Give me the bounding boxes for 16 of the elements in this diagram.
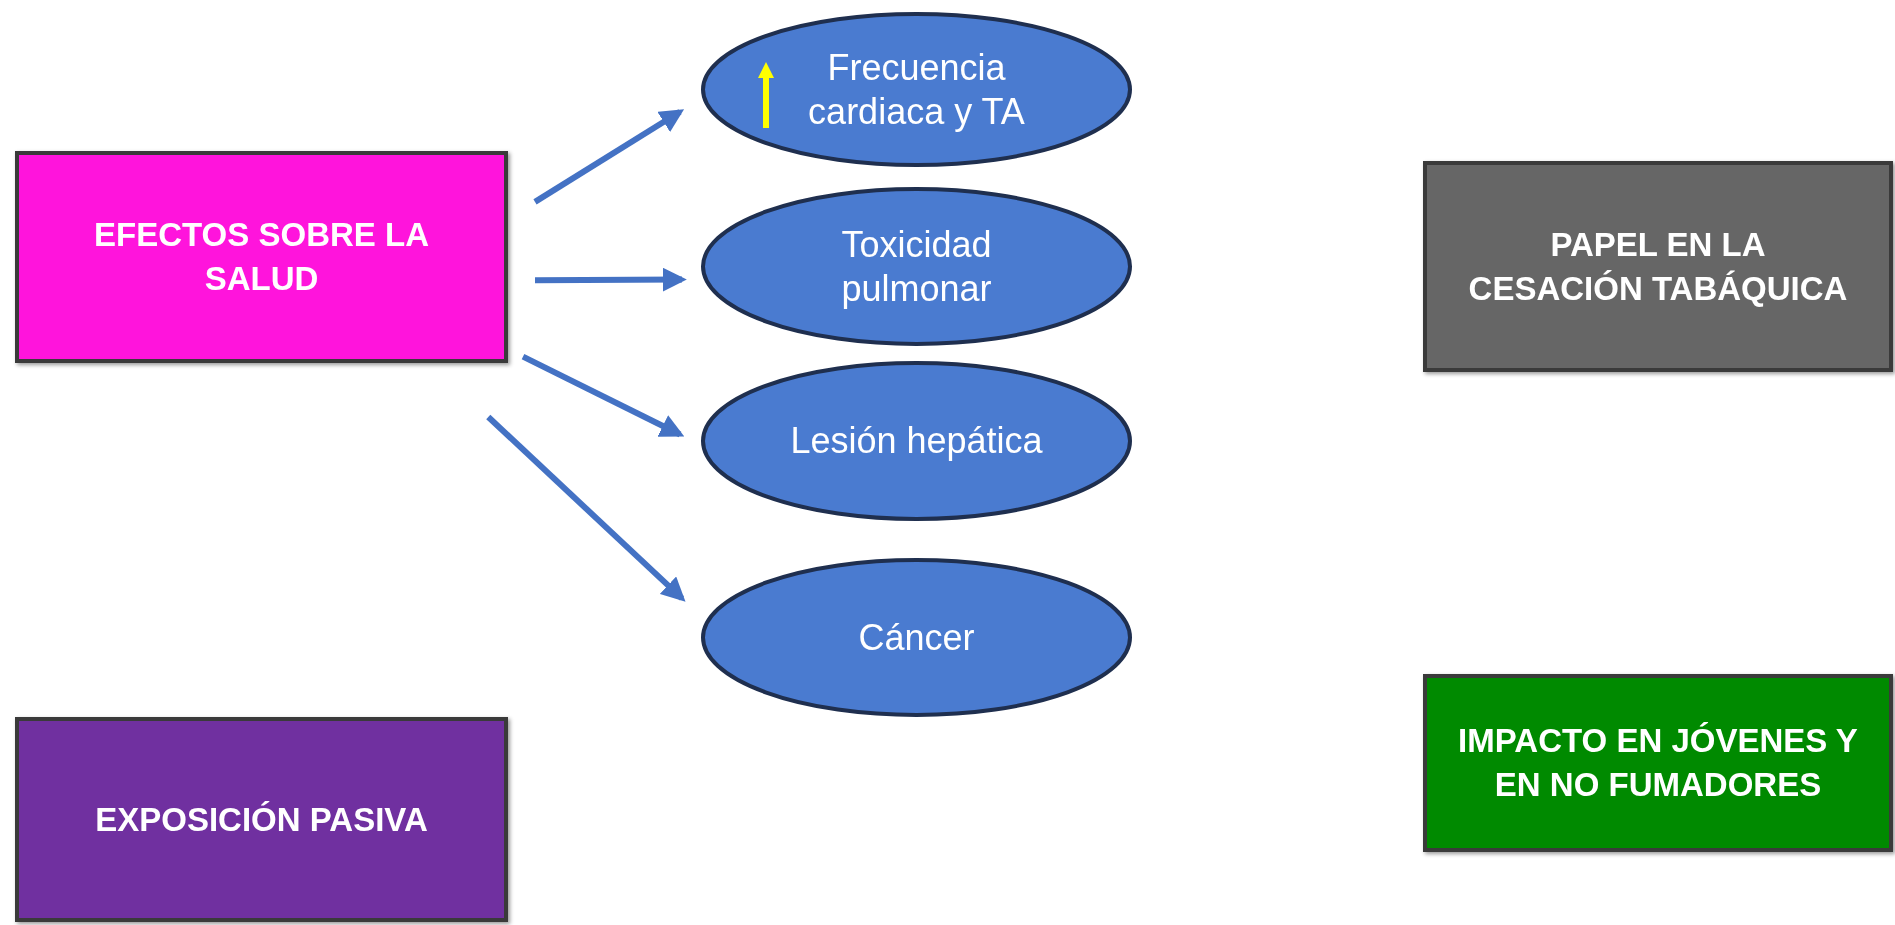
node-label: Cáncer xyxy=(857,615,976,660)
arrow xyxy=(534,267,687,292)
box-title: IMPACTO EN JÓVENES Y EN NO FUMADORES xyxy=(1458,721,1858,805)
category-box xyxy=(15,717,508,922)
category-box xyxy=(15,151,508,363)
category-box xyxy=(1423,674,1893,852)
node-label: Lesión hepática xyxy=(789,419,1044,463)
box-title: PAPEL EN LA CESACIÓN TABÁQUICA xyxy=(1468,224,1848,309)
arrow xyxy=(521,353,685,438)
category-box xyxy=(1423,161,1893,372)
box-title: EXPOSICIÓN PASIVA xyxy=(94,799,429,840)
arrow xyxy=(533,109,685,205)
box-title: EFECTOS SOBRE LA SALUD xyxy=(93,215,430,299)
arrow xyxy=(486,414,686,602)
node-label: Toxicidad pulmonar xyxy=(840,222,993,311)
node-label: Frecuencia cardiaca y TA xyxy=(807,45,1026,134)
